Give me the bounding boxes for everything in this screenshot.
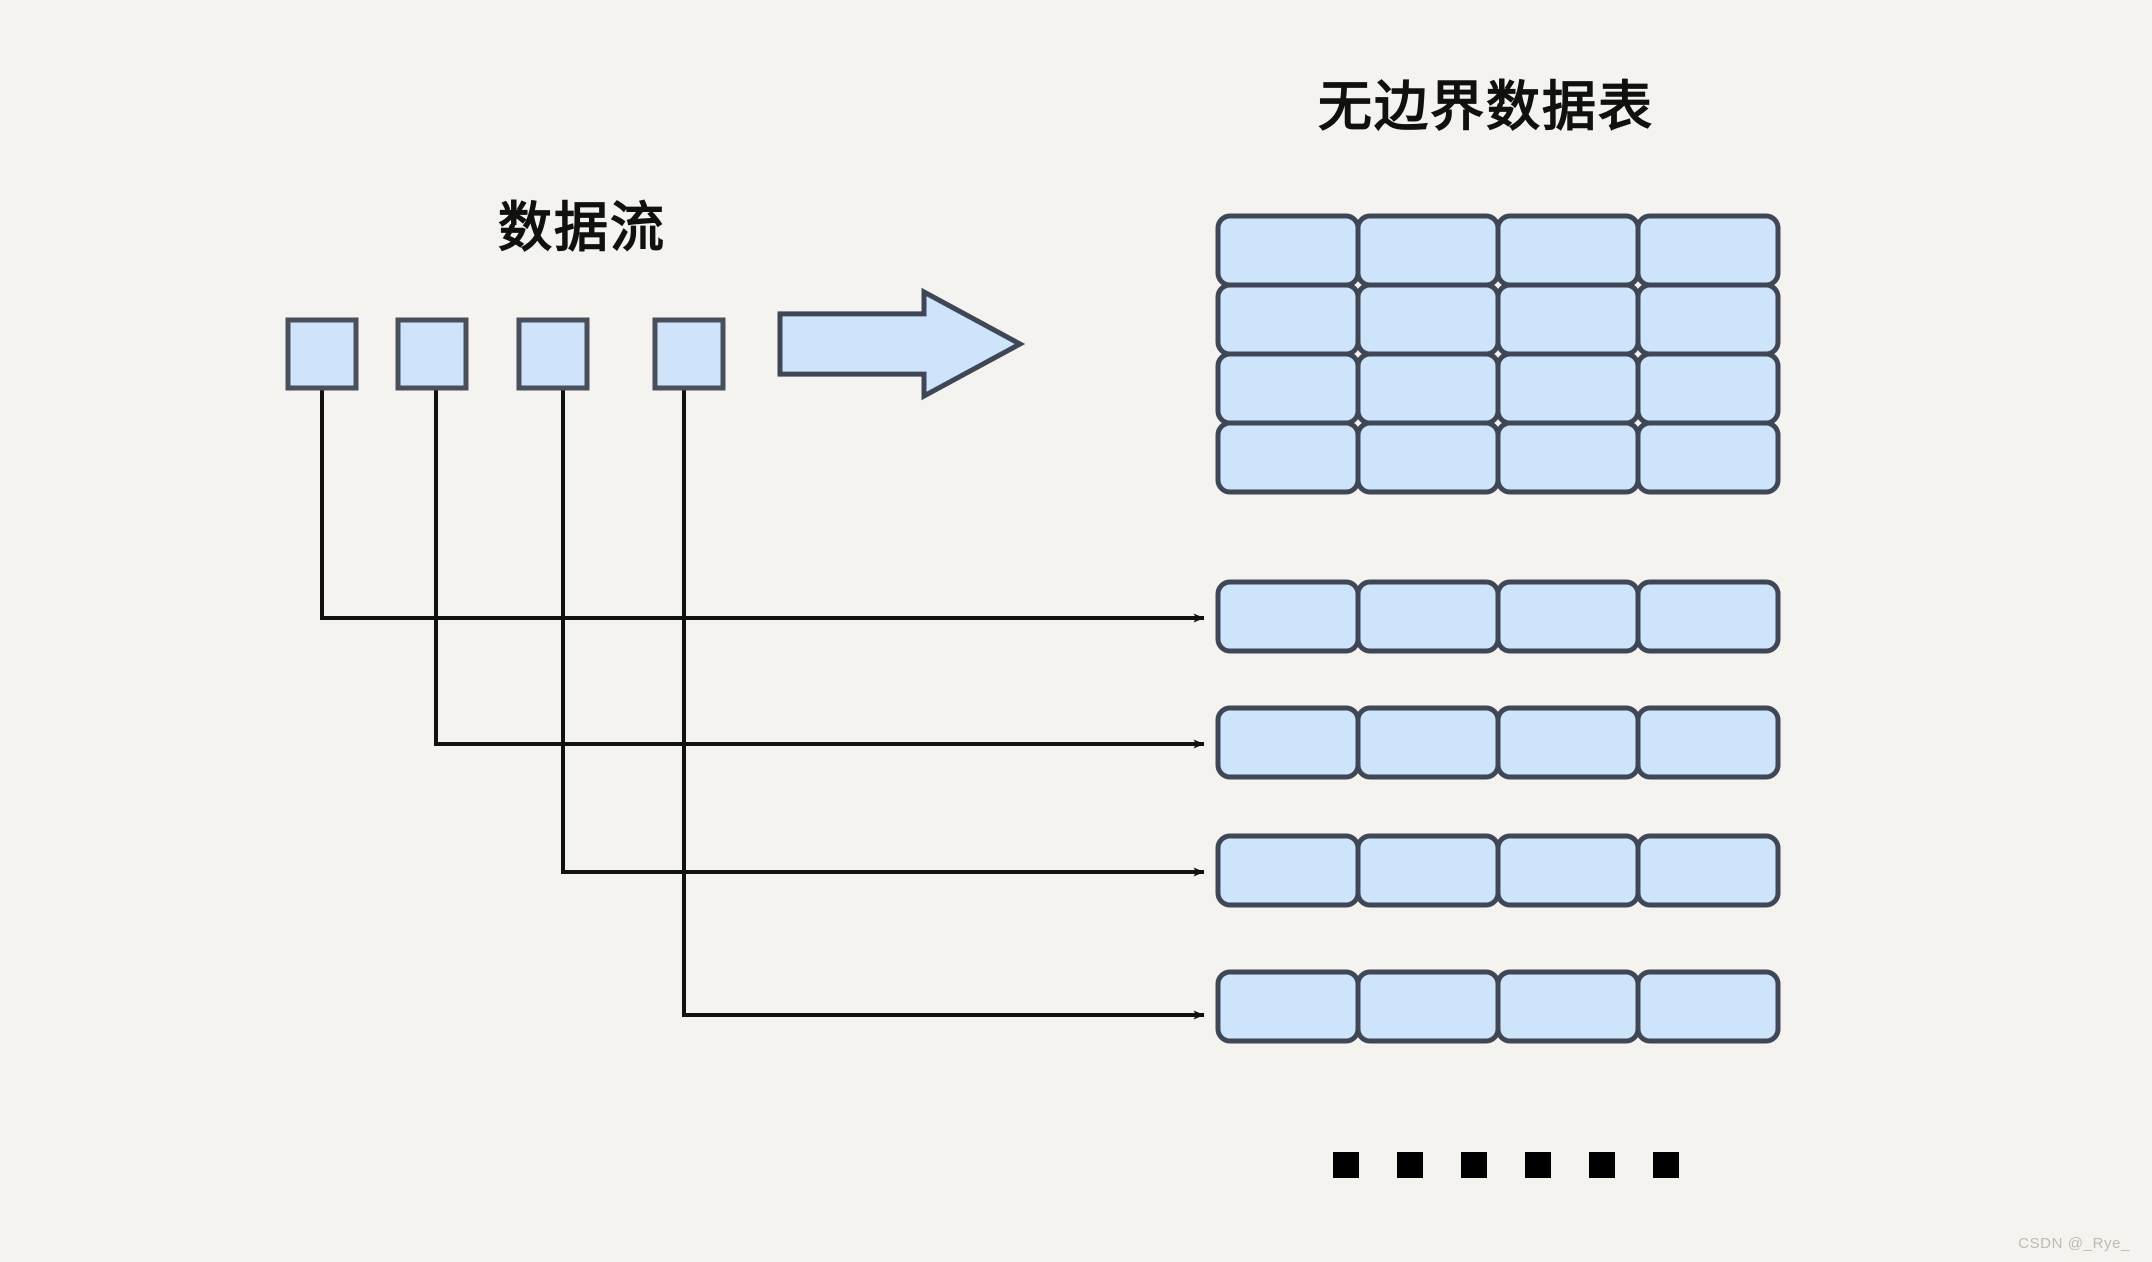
watermark: CSDN @_Rye_ (2018, 1235, 2130, 1252)
table-cell-r1c2 (1355, 213, 1501, 288)
continuation-dot-5 (1589, 1152, 1615, 1178)
appended-row-4-cell-4 (1635, 969, 1781, 1044)
table-cell-r3c3 (1495, 351, 1641, 426)
continuation-dot-3 (1461, 1152, 1487, 1178)
table-cell-r3c4 (1635, 351, 1781, 426)
connector-1 (320, 388, 1205, 623)
table-cell-r4c1 (1215, 420, 1361, 495)
stream-event-square-2 (395, 317, 469, 391)
table-cell-r3c1 (1215, 351, 1361, 426)
unbounded-table-layer (1215, 213, 1781, 495)
table-cell-r4c4 (1635, 420, 1781, 495)
appended-row-2-cell-3 (1495, 705, 1641, 780)
continuation-dot-6 (1653, 1152, 1679, 1178)
table-cell-r2c3 (1495, 282, 1641, 357)
continuation-dot-4 (1525, 1152, 1551, 1178)
table-cell-r2c4 (1635, 282, 1781, 357)
connectors-layer (320, 388, 1205, 1020)
appended-row-4-cell-1 (1215, 969, 1361, 1044)
appended-row-3-cell-2 (1355, 833, 1501, 908)
appended-row-3-cell-4 (1635, 833, 1781, 908)
connector-3 (561, 388, 1205, 877)
flow-arrow-layer (777, 287, 1026, 401)
page-title-unbounded-table: 无边界数据表 (1318, 77, 1654, 137)
table-cell-r4c3 (1495, 420, 1641, 495)
appended-row-3-cell-3 (1495, 833, 1641, 908)
appended-row-1-cell-4 (1635, 579, 1781, 654)
table-cell-r4c2 (1355, 420, 1501, 495)
stream-event-square-1 (285, 317, 359, 391)
continuation-dot-2 (1397, 1152, 1423, 1178)
appended-rows-layer (1215, 579, 1781, 1044)
stream-squares-layer (285, 317, 726, 391)
stream-event-square-3 (516, 317, 590, 391)
table-cell-r1c3 (1495, 213, 1641, 288)
table-cell-r1c4 (1635, 213, 1781, 288)
table-cell-r2c1 (1215, 282, 1361, 357)
continuation-dot-1 (1333, 1152, 1359, 1178)
appended-row-2-cell-4 (1635, 705, 1781, 780)
continuation-dots-layer (1333, 1152, 1679, 1178)
appended-row-1-cell-3 (1495, 579, 1641, 654)
connector-2 (434, 388, 1205, 749)
appended-row-2-cell-2 (1355, 705, 1501, 780)
appended-row-1-cell-1 (1215, 579, 1361, 654)
table-cell-r2c2 (1355, 282, 1501, 357)
appended-row-3-cell-1 (1215, 833, 1361, 908)
connector-4 (682, 388, 1205, 1020)
page-title-data-stream: 数据流 (498, 198, 666, 258)
stream-event-square-4 (652, 317, 726, 391)
appended-row-4-cell-3 (1495, 969, 1641, 1044)
appended-row-4-cell-2 (1355, 969, 1501, 1044)
table-cell-r1c1 (1215, 213, 1361, 288)
table-cell-r3c2 (1355, 351, 1501, 426)
appended-row-2-cell-1 (1215, 705, 1361, 780)
appended-row-1-cell-2 (1355, 579, 1501, 654)
flow-arrow-icon (777, 287, 1026, 401)
